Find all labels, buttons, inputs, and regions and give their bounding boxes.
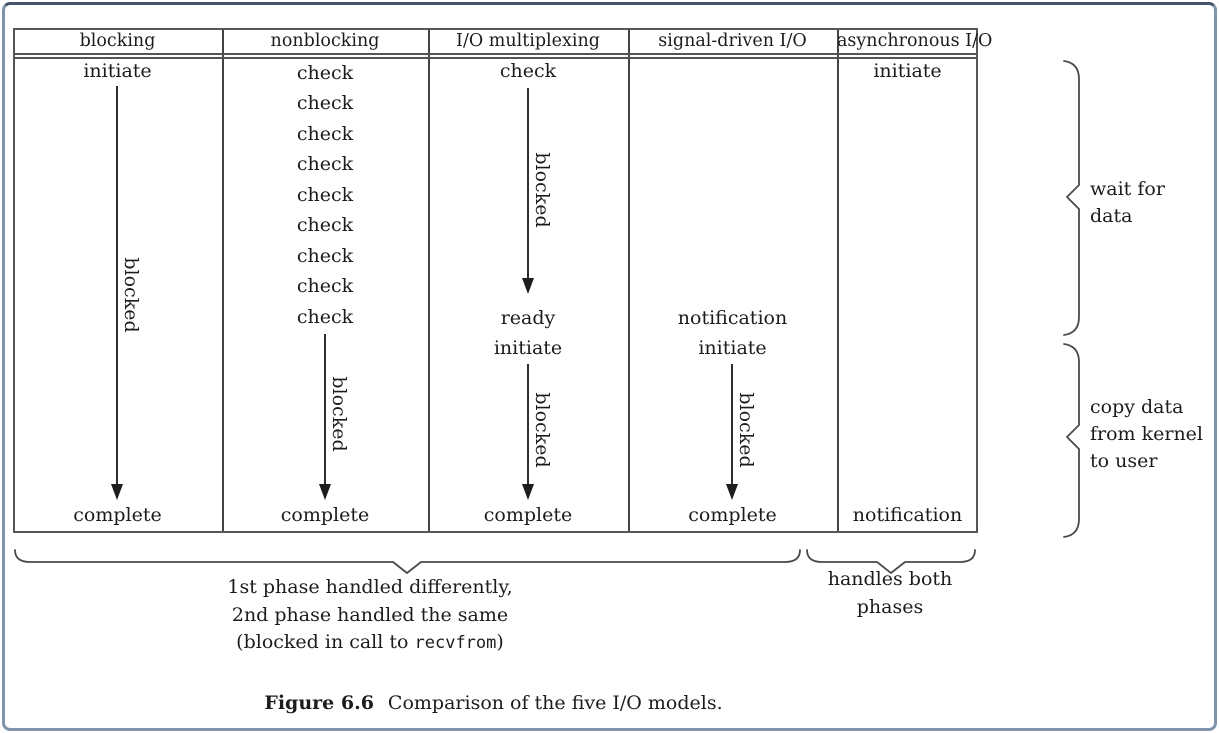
nonblocking-blocked-label: blocked (328, 376, 350, 452)
column-divider-1 (222, 30, 224, 531)
nonblocking-check-8: check (296, 275, 354, 297)
multiplexing-blocked-wait-label: blocked (531, 152, 553, 228)
header-blocking: blocking (79, 31, 156, 51)
blocking-blocked-label: blocked (120, 257, 142, 333)
wait-for-data-line1: wait for (1090, 178, 1165, 200)
copy-data-line3: to user (1090, 450, 1158, 472)
figure-caption-number: Figure 6.6 (264, 692, 374, 714)
signal-notification: notification (677, 307, 788, 329)
handles-both-line2: phases (856, 595, 924, 618)
signal-initiate: initiate (698, 337, 767, 359)
multiplexing-blocked-copy-label: blocked (531, 392, 553, 468)
column-divider-4 (837, 30, 839, 531)
async-notification: notification (852, 504, 963, 526)
header-rule-upper (15, 53, 976, 55)
phases-note-line1: 1st phase handled differently, (227, 576, 513, 598)
signal-arrow (731, 364, 733, 485)
nonblocking-check-1: check (296, 62, 354, 84)
copy-data-line2: from kernel (1090, 423, 1204, 445)
phases-note-line3-prefix: (blocked in call to (236, 631, 415, 653)
column-divider-2 (428, 30, 430, 531)
column-divider-3 (628, 30, 630, 531)
multiplexing-arrow-copy (527, 364, 529, 485)
phases-note-line3-suffix: ) (496, 631, 504, 653)
first-four-models-brace (14, 549, 801, 574)
bottom-braces (14, 549, 976, 574)
wait-for-data-line2: data (1090, 205, 1133, 227)
copy-data-line1: copy data (1090, 396, 1184, 418)
header-nonblocking: nonblocking (270, 31, 380, 51)
phases-note-line2: 2nd phase handled the same (231, 603, 509, 626)
signal-complete: complete (688, 504, 777, 526)
nonblocking-check-7: check (296, 245, 354, 267)
handles-both-note: handles both phases (790, 566, 990, 621)
nonblocking-check-4: check (296, 153, 354, 175)
phases-note: 1st phase handled differently, 2nd phase… (145, 574, 595, 658)
async-initiate: initiate (873, 60, 942, 82)
blocking-arrow (116, 86, 118, 485)
figure-caption-text: Comparison of the five I/O models. (387, 692, 723, 714)
recvfrom-code: recvfrom (414, 633, 497, 653)
header-asynchronous: asynchronous I/O (837, 31, 993, 51)
nonblocking-arrow (324, 334, 326, 485)
header-rule-lower (15, 57, 976, 59)
header-signal-driven: signal-driven I/O (658, 31, 807, 51)
multiplexing-ready: ready (500, 307, 556, 329)
async-model-brace (806, 549, 976, 574)
nonblocking-check-3: check (296, 123, 354, 145)
nonblocking-check-5: check (296, 184, 354, 206)
phase-braces-right (1063, 60, 1080, 538)
handles-both-line1: handles both (827, 568, 953, 590)
phases-note-line3: (blocked in call to recvfrom) (145, 629, 595, 658)
multiplexing-complete: complete (483, 504, 573, 526)
nonblocking-check-6: check (296, 214, 354, 236)
multiplexing-initiate: initiate (493, 337, 563, 359)
nonblocking-check-9: check (296, 306, 354, 328)
blocking-complete: complete (73, 504, 162, 526)
wait-for-data-brace (1063, 60, 1080, 336)
nonblocking-check-2: check (296, 92, 354, 114)
multiplexing-check: check (499, 60, 557, 82)
header-io-multiplexing: I/O multiplexing (456, 31, 600, 51)
nonblocking-complete: complete (280, 504, 370, 526)
copy-data-label: copy data from kernel to user (1090, 394, 1203, 475)
multiplexing-arrow-wait (527, 88, 529, 279)
io-models-table (13, 28, 978, 533)
figure-caption: Figure 6.6 Comparison of the five I/O mod… (13, 692, 974, 714)
copy-data-brace (1063, 343, 1080, 538)
blocking-initiate: initiate (83, 60, 152, 82)
wait-for-data-label: wait for data (1090, 176, 1165, 230)
signal-blocked-label: blocked (735, 392, 757, 468)
